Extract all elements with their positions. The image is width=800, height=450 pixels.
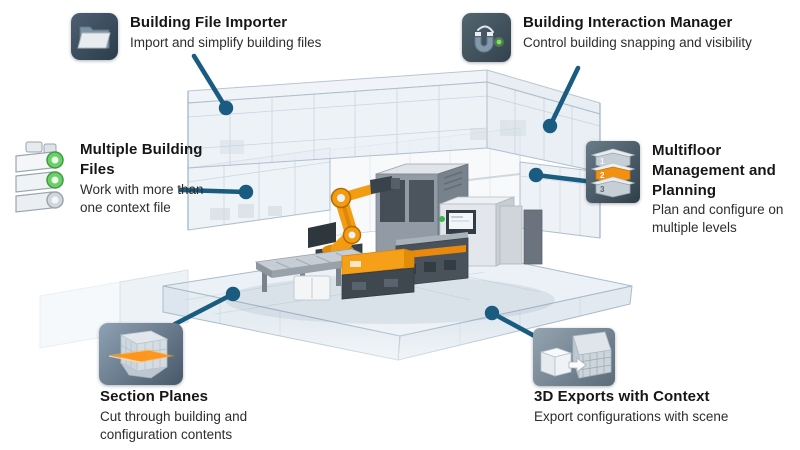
callout-title: Building Interaction Manager xyxy=(523,14,733,31)
callout-building-file-importer: Building File Importer Import and simpli… xyxy=(71,13,321,60)
section-plane-icon-art xyxy=(108,330,175,379)
callout-title: Building File Importer xyxy=(130,14,288,31)
connector-section-planes xyxy=(172,291,236,327)
callout-description: Export configurations with scene xyxy=(534,408,729,424)
callout-description: Plan and configure on multiple levels xyxy=(652,202,784,236)
callout-building-interaction-manager: Building Interaction Manager Control bui… xyxy=(462,13,752,62)
folder-icon-art xyxy=(77,26,111,49)
magnet-icon xyxy=(462,13,511,62)
stacked-files-icon-art xyxy=(15,141,64,213)
floor-label-1: 1 xyxy=(600,157,605,166)
callout-title: 3D Exports with Context xyxy=(534,388,710,405)
building-top-floor xyxy=(187,69,601,238)
callout-text: Building File Importer Import and simpli… xyxy=(130,13,321,52)
export-arrow xyxy=(568,357,587,373)
callout-text: Section Planes Cut through building and … xyxy=(100,387,300,444)
callout-text: Building Interaction Manager Control bui… xyxy=(523,13,752,52)
connector-building-file-importer xyxy=(191,53,229,111)
connector-lines xyxy=(172,53,613,342)
callout-title: Multifloor Management and Planning xyxy=(652,142,776,199)
connector-3d-exports xyxy=(489,310,543,342)
callout-description: Work with more than one context file xyxy=(80,181,204,215)
floor-label-3: 3 xyxy=(600,185,605,194)
status-light xyxy=(439,216,445,222)
callout-description: Import and simplify building files xyxy=(130,34,322,50)
callout-description: Control building snapping and visibility xyxy=(523,34,752,50)
multifloor-building-icon: 1 2 3 xyxy=(586,141,640,203)
cube-export-icon xyxy=(533,328,615,386)
robot-end-effector xyxy=(370,176,393,194)
connector-multiple-building-files xyxy=(178,187,249,195)
robot-cell xyxy=(225,163,555,324)
callout-text: Multifloor Management and Planning Plan … xyxy=(652,141,798,237)
magnet-icon-art xyxy=(474,25,504,53)
section-plane-icon xyxy=(99,323,183,385)
callout-description: Cut through building and configuration c… xyxy=(100,408,248,442)
floor-label-2: 2 xyxy=(600,171,605,180)
callout-title: Multiple Building Files xyxy=(80,141,203,178)
stacked-files-icon xyxy=(8,140,68,214)
machine-orange xyxy=(341,248,415,300)
callout-title: Section Planes xyxy=(100,388,209,405)
folder-icon xyxy=(71,13,118,60)
connector-building-interaction-manager xyxy=(547,65,581,129)
callout-text: 3D Exports with Context Export configura… xyxy=(534,387,774,426)
utility-cabinet xyxy=(293,275,331,301)
callout-multiple-building-files: Multiple Building Files Work with more t… xyxy=(8,140,204,217)
multifloor-building-icon-art: 1 2 3 xyxy=(590,148,636,198)
callout-multifloor-management: 1 2 3 Multifloor Management and Planning… xyxy=(586,141,798,237)
callout-text: Multiple Building Files Work with more t… xyxy=(80,140,204,217)
cube-export-icon-art xyxy=(539,331,612,379)
